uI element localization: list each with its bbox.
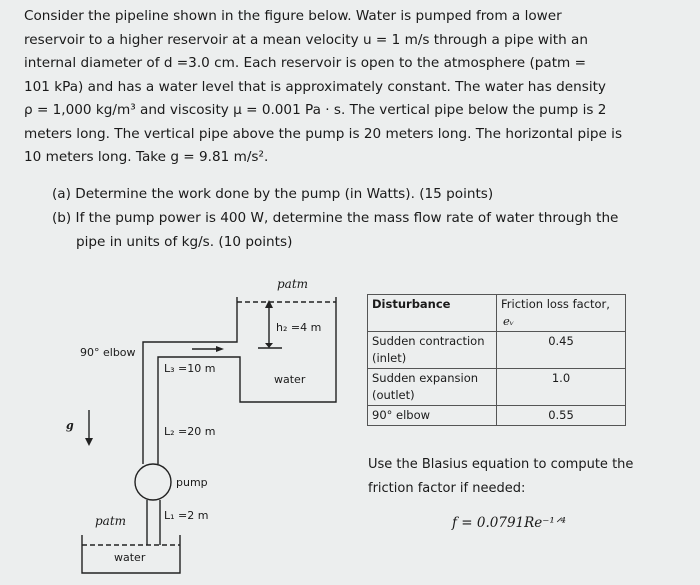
elbow-label: 90° elbow xyxy=(80,346,136,359)
friction-loss-table: Disturbance Friction loss factor, eᵥ Sudd… xyxy=(367,294,626,426)
pump-label: pump xyxy=(176,476,208,489)
problem-line: reservoir to a higher reservoir at a mea… xyxy=(24,32,589,48)
L1-label: L₁ =2 m xyxy=(164,509,209,522)
cell-factor: 1.0 xyxy=(496,368,626,406)
table-row: Sudden contraction (inlet) 0.45 xyxy=(367,331,626,369)
L3-label: L₃ =10 m xyxy=(164,362,216,375)
cell-disturbance: Sudden contraction (inlet) xyxy=(367,331,497,369)
L2-label: L₂ =20 m xyxy=(164,425,216,438)
problem-line: Consider the pipeline shown in the figur… xyxy=(24,8,562,24)
lower-tank xyxy=(81,535,181,574)
blasius-text: Use the Blasius equation to compute the xyxy=(368,457,634,472)
problem-line: 101 kPa) and has a water level that is a… xyxy=(24,79,606,95)
problem-line: internal diameter of d =3.0 cm. Each res… xyxy=(24,55,587,71)
cell-disturbance: Sudden expansion (outlet) xyxy=(367,368,497,406)
cell-disturbance: 90° elbow xyxy=(367,405,497,426)
patm-top-label: patm xyxy=(277,277,309,291)
patm-bottom-label: patm xyxy=(95,514,127,528)
header-factor-symbol: eᵥ xyxy=(503,314,515,328)
problem-line: 10 meters long. Take g = 9.81 m/s². xyxy=(24,149,269,165)
table-row: 90° elbow 0.55 xyxy=(367,405,626,426)
part-b: (b) If the pump power is 400 W, determin… xyxy=(52,210,619,226)
pipe-inner-wall xyxy=(157,297,337,464)
problem-line: ρ = 1,000 kg/m³ and viscosity μ = 0.001 … xyxy=(24,102,607,118)
header-factor-text: Friction loss factor, xyxy=(501,297,610,311)
water-bottom-label: water xyxy=(114,551,146,564)
cell-factor: 0.45 xyxy=(496,331,626,369)
table-header-row: Disturbance Friction loss factor, eᵥ xyxy=(367,294,626,332)
blasius-text-cont: friction factor if needed: xyxy=(368,481,526,496)
part-a: (a) Determine the work done by the pump … xyxy=(52,186,494,202)
header-factor: Friction loss factor, eᵥ xyxy=(496,294,626,332)
pump-symbol xyxy=(134,463,172,501)
blasius-equation: f = 0.0791Re⁻¹ᐟ⁴ xyxy=(452,515,566,531)
problem-line: meters long. The vertical pipe above the… xyxy=(24,126,623,142)
h2-label: h₂ =4 m xyxy=(276,321,322,334)
pipe-outer-wall xyxy=(142,297,238,464)
cell-factor: 0.55 xyxy=(496,405,626,426)
g-label: g xyxy=(66,419,74,432)
water-top-label: water xyxy=(274,373,306,386)
header-disturbance: Disturbance xyxy=(367,294,497,332)
table-row: Sudden expansion (outlet) 1.0 xyxy=(367,368,626,406)
part-b-cont: pipe in units of kg/s. (10 points) xyxy=(76,234,293,250)
